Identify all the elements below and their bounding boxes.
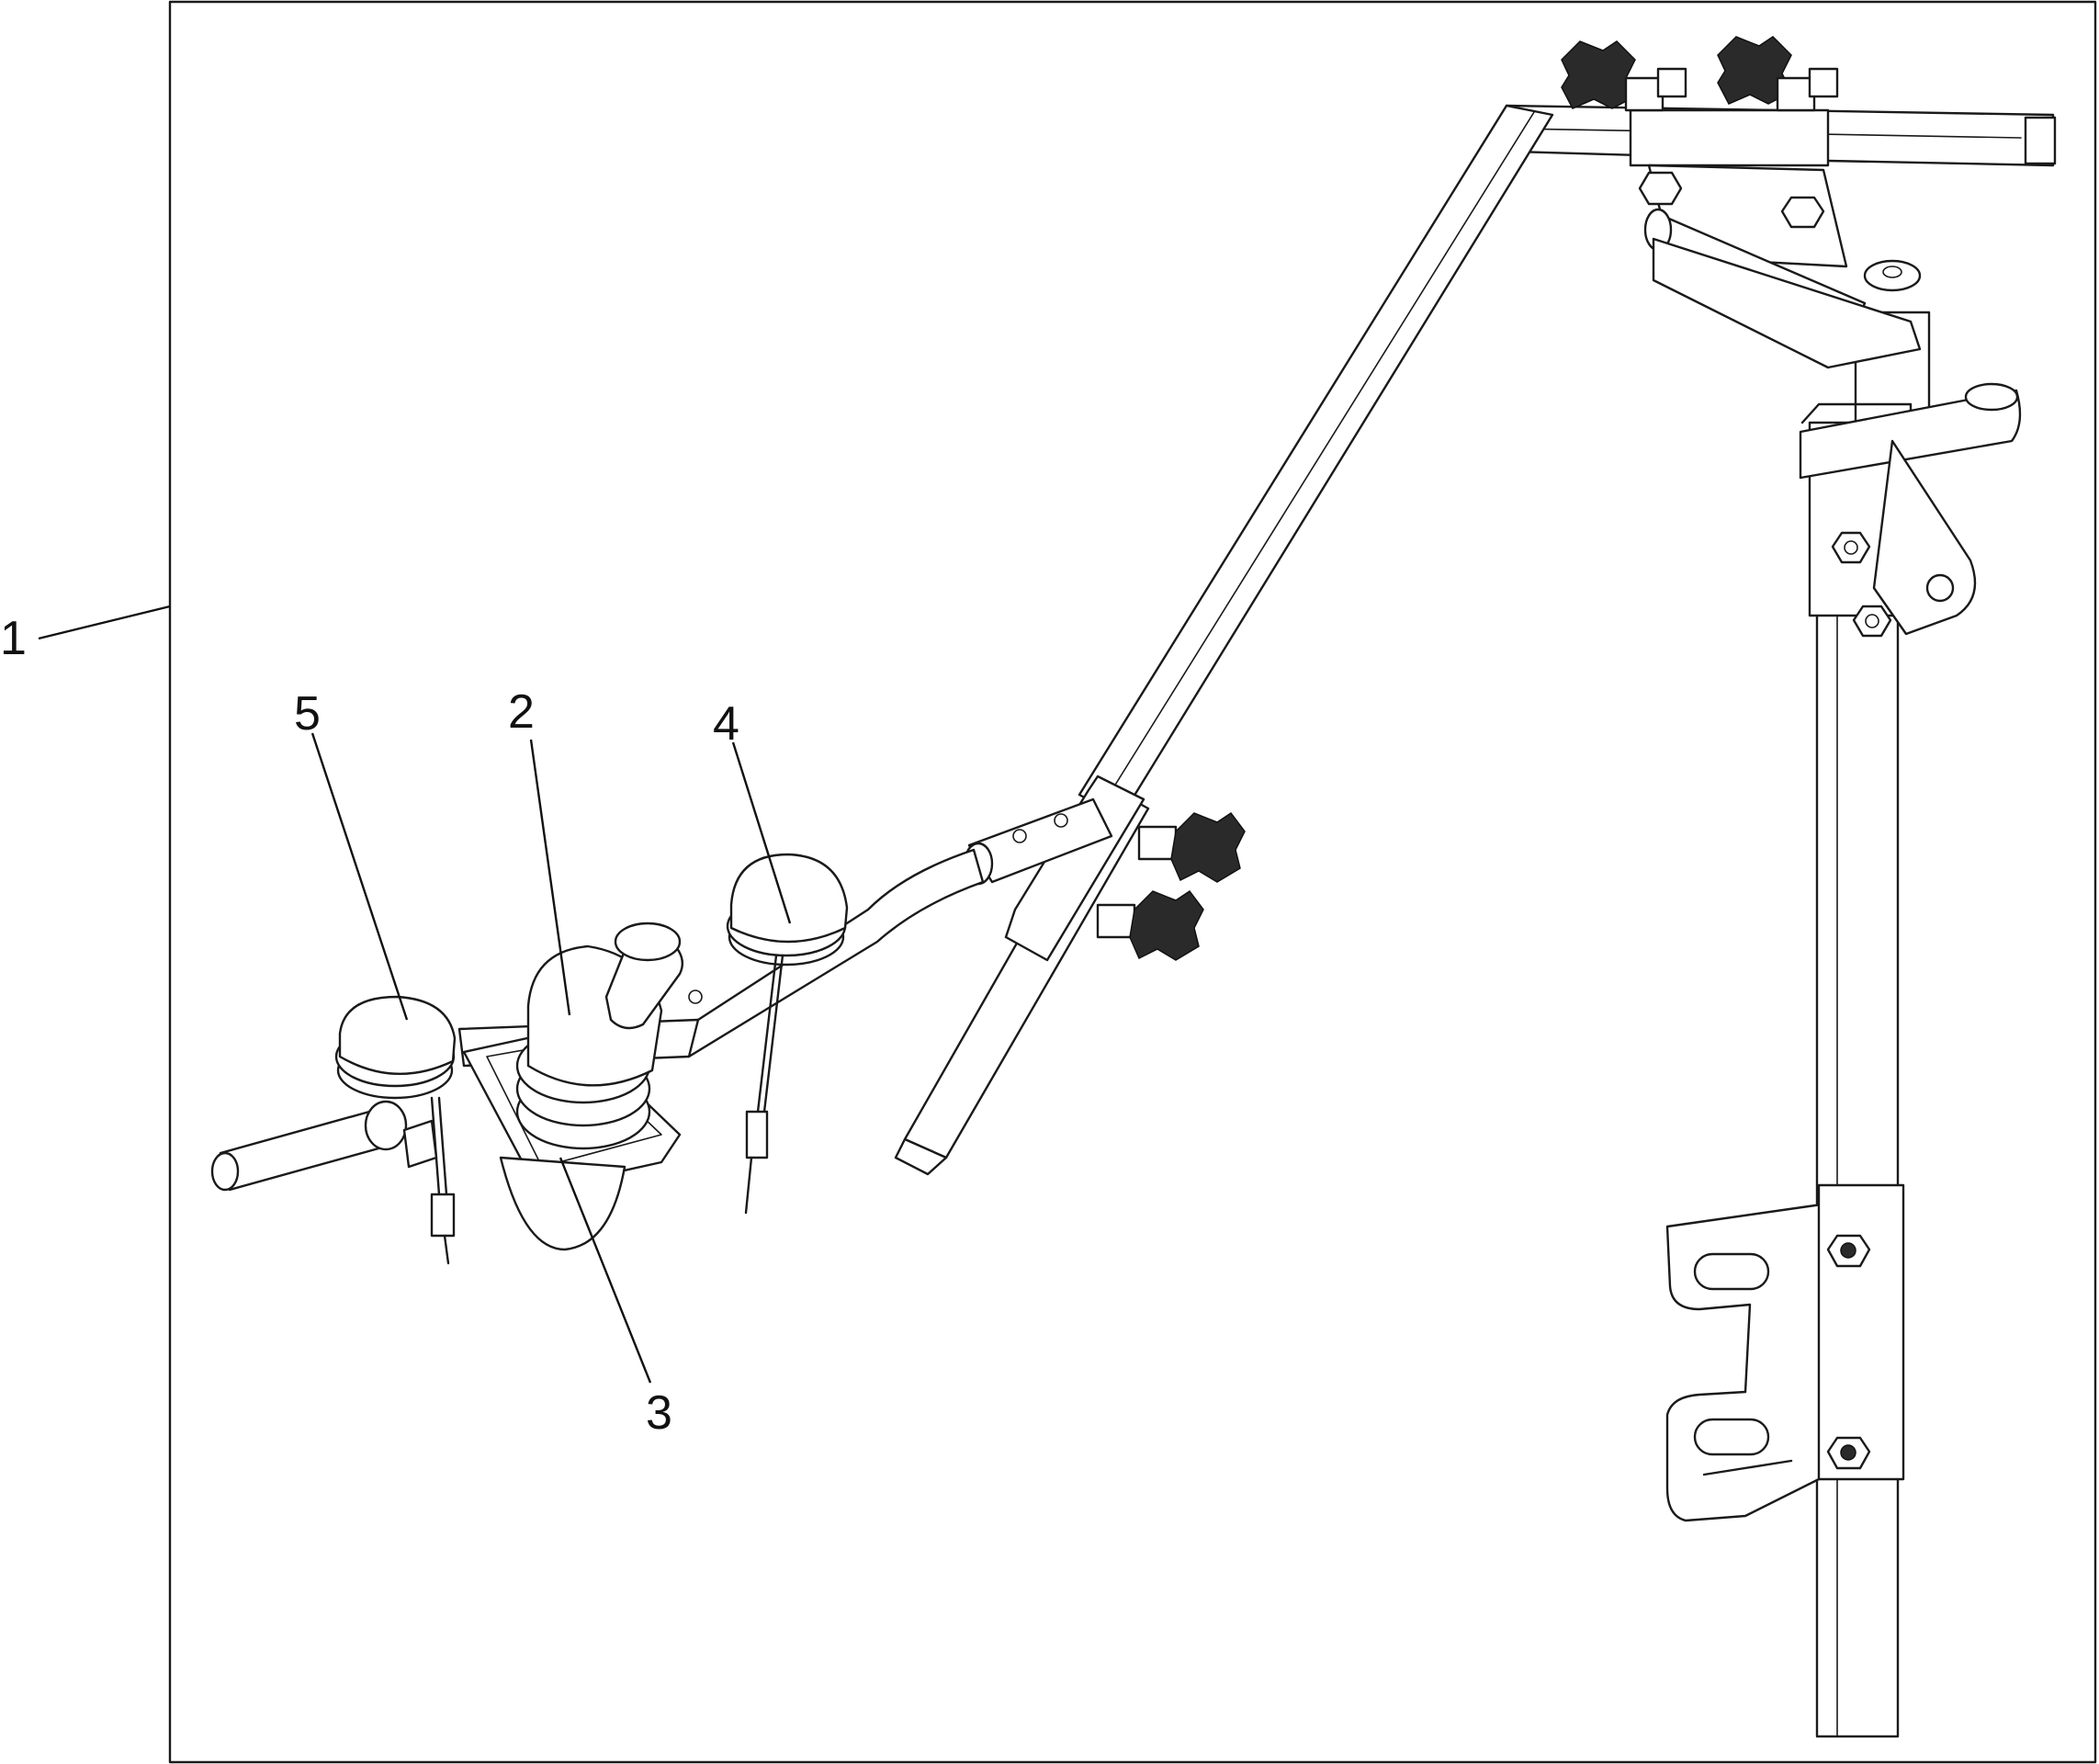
button-switch-icon [726,853,849,1215]
hex-nut-icon [1852,605,1892,638]
callout-2: 2 [508,685,571,1016]
callout-3: 3 [559,1157,672,1440]
hex-nut-icon [1826,1234,1871,1268]
callout-5: 5 [294,687,409,1021]
diagram-frame [168,0,2097,1764]
hex-nut-icon [1638,171,1683,206]
top-crossbar [1505,104,2057,369]
hex-nut-icon [1780,196,1825,229]
callout-label: 4 [713,697,739,751]
hex-nut-icon [1826,1436,1871,1470]
hex-nut-icon [1831,531,1871,564]
lower-mounting-bracket [1665,1183,1905,1522]
button-switch-icon [334,995,457,1265]
star-knob-icon [1561,40,1687,112]
callout-label: 5 [294,687,321,741]
star-knob-icon [1717,36,1839,112]
callout-label: 3 [646,1386,672,1440]
callout-label: 1 [0,612,27,665]
callout-4: 4 [713,697,792,924]
joystick-icon [462,922,684,1251]
star-knob-icon [1137,811,1246,883]
callout-label: 2 [508,685,535,739]
star-knob-icon [1096,889,1204,961]
callout-1: 1 [0,605,171,665]
vertical-mounting-post [1799,311,2022,1738]
diagonal-support-tube [894,104,1554,1176]
